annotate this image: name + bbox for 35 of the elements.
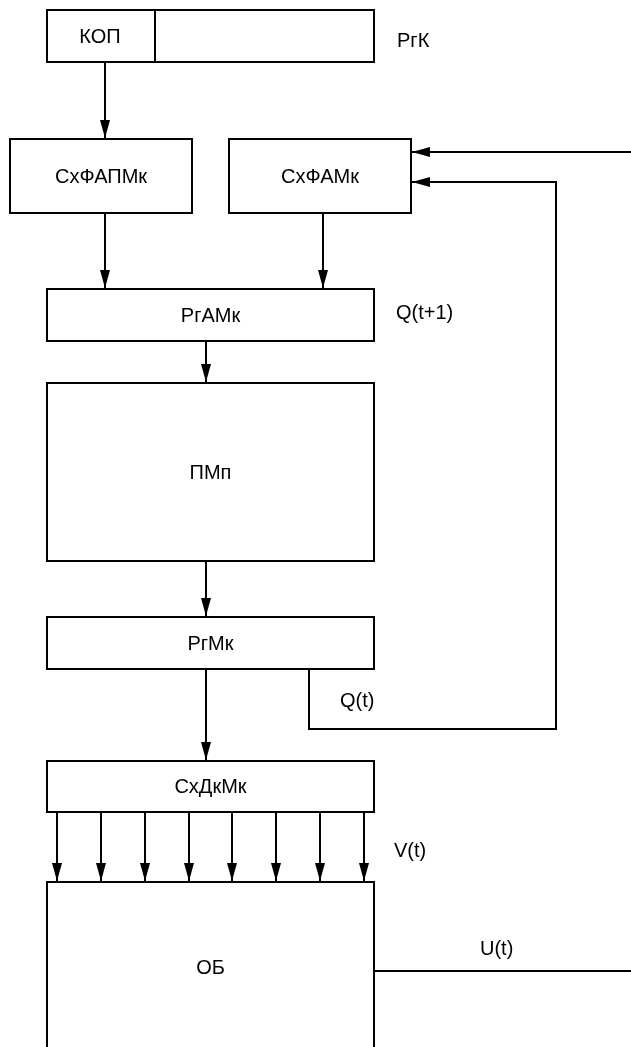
- block-label: СхДкМк: [174, 775, 247, 798]
- register-label: Q(t+1): [396, 300, 454, 324]
- block-label: КОП: [79, 24, 121, 48]
- arrow: [184, 812, 194, 882]
- arrow: [201, 561, 211, 617]
- register-label: РгК: [397, 28, 430, 52]
- block-label: СхФАМк: [281, 164, 359, 188]
- block-label: СхФАПМк: [54, 164, 148, 188]
- block-box: [228, 138, 412, 214]
- arrow: [100, 62, 110, 139]
- arrow: [318, 213, 328, 289]
- arrow: [411, 147, 631, 157]
- arrow: [100, 213, 110, 289]
- register-box: [46, 9, 375, 63]
- arrow: [271, 812, 281, 882]
- signal-line: [374, 970, 631, 972]
- block-label: ПМп: [189, 460, 232, 484]
- block-box: [9, 138, 193, 214]
- arrow: [96, 812, 106, 882]
- block-box: [46, 288, 375, 342]
- arrow: [359, 812, 369, 882]
- arrow: [308, 177, 557, 730]
- block-label: РгМк: [187, 631, 234, 655]
- block-label: РгАМк: [180, 303, 241, 327]
- block-box: [46, 382, 375, 562]
- arrow: [52, 812, 62, 882]
- block-box: [46, 760, 375, 813]
- arrow: [201, 341, 211, 383]
- block-label: ОБ: [196, 955, 225, 979]
- arrow: [315, 812, 325, 882]
- arrow: [227, 812, 237, 882]
- arrow: [140, 812, 150, 882]
- block-box: [46, 616, 375, 670]
- block-box: [46, 881, 375, 1047]
- arrow: [201, 669, 211, 761]
